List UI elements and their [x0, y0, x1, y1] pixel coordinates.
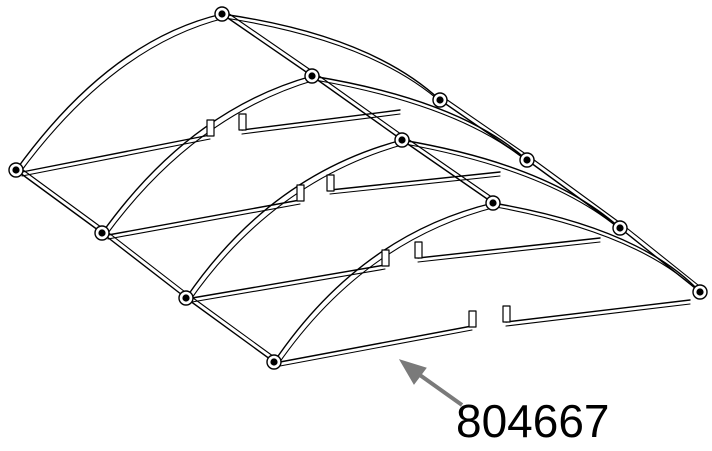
arch-rib: [401, 139, 621, 229]
rail-tube: [526, 159, 621, 229]
purlin-tube: [107, 199, 301, 236]
arch-rib: [314, 79, 531, 165]
purlin-tube: [191, 268, 386, 303]
arch-rib: [104, 79, 316, 238]
arch-rib: [224, 17, 444, 105]
arch-rib: [495, 206, 704, 297]
purlin-tube: [21, 134, 211, 173]
purlin-tube: [505, 299, 691, 323]
rail-tube: [529, 156, 624, 226]
arch-rib: [492, 202, 701, 293]
rail-tube: [185, 297, 275, 363]
joint-bolt: [270, 358, 278, 366]
rail-tube: [314, 72, 406, 138]
purlin-tube: [107, 203, 301, 240]
joint-bolt: [182, 294, 190, 302]
arch-rib: [221, 13, 441, 101]
joint-bolt: [308, 72, 316, 80]
rail-tube: [15, 169, 103, 234]
rail-tube: [221, 13, 313, 77]
purlin-tube: [21, 138, 211, 177]
purlin-tube: [505, 303, 691, 327]
rail-tube: [442, 96, 531, 158]
arch-rib: [101, 75, 313, 234]
arch-rib: [276, 206, 497, 367]
arch-rib: [15, 13, 223, 171]
rail-tube: [619, 227, 701, 293]
purlin-tube: [417, 241, 601, 263]
joint-bolt: [489, 199, 497, 207]
purlin-tube: [279, 325, 473, 363]
rail-tube: [18, 166, 106, 231]
bracket: [381, 249, 390, 267]
arch-rib: [404, 143, 624, 233]
joint-bolt: [523, 156, 531, 164]
rail-tube: [622, 224, 704, 290]
bracket: [468, 310, 477, 328]
arch-rib: [273, 202, 494, 363]
callout-arrow: [398, 359, 464, 407]
canopy-frame: [8, 6, 708, 370]
bracket: [326, 174, 335, 192]
rail-tube: [104, 229, 190, 296]
rail-tube: [224, 10, 316, 74]
bracket: [414, 241, 423, 259]
purlin-tube: [329, 171, 501, 191]
joint-bolt: [98, 229, 106, 237]
joint-bolt: [616, 224, 624, 232]
joint-bolt: [398, 136, 406, 144]
purlin-tube: [329, 175, 501, 195]
purlin-tube: [241, 113, 401, 135]
rail-tube: [401, 139, 494, 204]
joint-bolt: [12, 166, 20, 174]
rail-tube: [439, 99, 528, 161]
part-number-label: 804667: [456, 395, 610, 447]
bracket: [238, 113, 247, 131]
rail-tube: [311, 75, 403, 141]
bracket: [206, 119, 215, 137]
bracket: [296, 184, 305, 202]
purlin-tube: [241, 109, 401, 131]
rail-tube: [101, 232, 187, 299]
purlin-tube: [279, 329, 473, 367]
joint-bolt: [436, 96, 444, 104]
arch-rib: [185, 139, 403, 299]
joint-bolt: [696, 288, 704, 296]
bracket: [502, 305, 511, 323]
arch-rib: [311, 75, 528, 161]
rail-tube: [188, 294, 278, 360]
joint-bolt: [218, 10, 226, 18]
arch-rib: [188, 143, 406, 303]
purlin-tube: [417, 237, 601, 259]
rail-tube: [404, 136, 497, 201]
purlin-tube: [191, 264, 386, 299]
arch-rib: [18, 17, 226, 175]
callout-arrowhead: [398, 359, 427, 385]
